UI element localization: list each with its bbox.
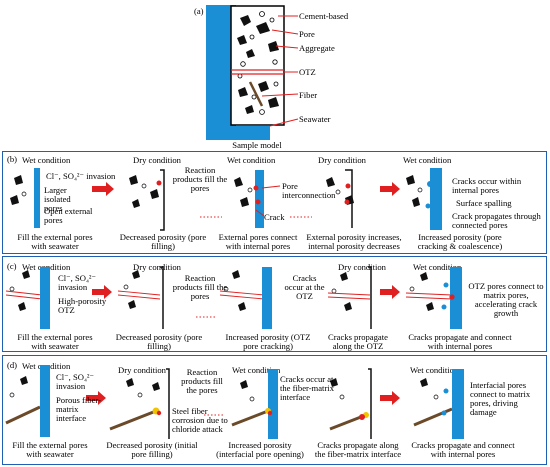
panel-d-frame	[2, 355, 547, 465]
panel-d-title-3: Wet condition	[232, 365, 281, 375]
panel-b-cracks-within: Cracks occur within internal pores	[452, 176, 522, 196]
panel-b-larger-pores: Larger isolated pores	[44, 185, 71, 214]
panel-c-cracks-otz: Cracks occur at the OTZ	[284, 273, 325, 302]
panel-c-caption-5: Cracks propagate and connect with intern…	[408, 332, 512, 352]
label-seawater: Seawater	[299, 114, 331, 124]
panel-d-interfacial-pores: Interfacial pores connect to matrix pore…	[470, 380, 531, 418]
panel-b-title-2: Dry condition	[133, 155, 181, 165]
panel-d-title-4: Wet condition	[410, 365, 459, 375]
panel-b-caption-4: External porosity increases, internal po…	[306, 232, 402, 252]
label-otz: OTZ	[299, 67, 316, 77]
panel-d-caption-4: Cracks propagate along the fiber-matrix …	[314, 440, 402, 460]
panel-c-title-4: Wet condition	[413, 262, 462, 272]
panel-b-title-3: Wet condition	[227, 155, 276, 165]
panel-a-tag: (a)	[194, 6, 204, 16]
panel-d-invasion: Cl⁻, SO₄²⁻ invasion	[56, 372, 95, 392]
panel-b-caption-3: External pores connect with internal por…	[218, 232, 298, 252]
panel-c-otz-pores: OTZ pores connect to matrix pores, accel…	[468, 281, 544, 319]
panel-b-caption-2: Decreased porosity (pore filling)	[119, 232, 207, 252]
panel-d-title-2: Dry condition	[118, 365, 166, 375]
panel-c-title-2: Dry condition	[133, 262, 181, 272]
panel-d-steel-corrosion: Steel fiber corrosion due to chloride at…	[172, 406, 228, 435]
panel-b-title-4: Dry condition	[318, 155, 366, 165]
panel-d-cracks-interface: Cracks occur at the fiber-matrix interfa…	[280, 374, 334, 403]
panel-b-title-1: Wet condition	[22, 155, 71, 165]
panel-d-porous-interface: Porous fiber-matrix interface	[56, 395, 101, 424]
panel-d-tag: (d)	[7, 360, 18, 370]
panel-b-open-pores: Open external pores	[44, 206, 93, 226]
panel-b-caption-1: Fill the external pores with seawater	[17, 232, 93, 252]
panel-c-caption-4: Cracks propagate along the OTZ	[328, 332, 388, 352]
panel-b-title-5: Wet condition	[403, 155, 452, 165]
label-fiber: Fiber	[299, 90, 318, 100]
panel-c-caption-3: Increased porosity (OTZ pore cracking)	[225, 332, 311, 352]
panel-c-title-3: Dry condition	[338, 262, 386, 272]
panel-d-caption-5: Cracks propagate and connect with intern…	[411, 440, 515, 460]
panel-b-invasion: Cl⁻, SO₄²⁻ invasion	[46, 171, 116, 181]
panel-b-caption-5: Increased porosity (pore cracking & coal…	[417, 232, 503, 252]
panel-b-pore-interconnection: Pore interconnection	[282, 181, 336, 201]
panel-c-reaction: Reaction products fill the pores	[172, 273, 228, 302]
panel-b-illustration	[10, 168, 442, 231]
panel-c-illustration	[5, 266, 462, 329]
panel-c-tag: (c)	[7, 261, 17, 271]
panel-d-caption-1: Fill the external pores with seawater	[12, 440, 88, 460]
panel-c-frame	[2, 256, 547, 352]
panel-c-caption-2: Decreased porosity (pore filling)	[115, 332, 203, 352]
panel-b-tag: (b)	[7, 154, 18, 164]
panel-b-frame	[2, 151, 547, 254]
sample-model-caption: Sample model	[232, 140, 282, 150]
panel-d-caption-3: Increased porosity (interfacial pore ope…	[216, 440, 304, 460]
label-aggregate: Aggregate	[299, 43, 335, 53]
panel-b-spalling: Surface spalling	[456, 198, 512, 208]
panel-d-illustration	[5, 365, 464, 439]
panel-b-reaction: Reaction products fill the pores	[172, 165, 228, 194]
sample-model-illustration	[206, 5, 299, 140]
panel-d-caption-2: Decreased porosity (initial pore filling…	[106, 440, 198, 460]
panel-c-caption-1: Fill the external pores with seawater	[17, 332, 93, 352]
panel-b-crack: Crack	[264, 212, 285, 222]
label-cement-based: Cement-based	[299, 11, 349, 21]
label-pore: Pore	[299, 29, 315, 39]
panel-d-reaction: Reaction products fill the pores	[181, 367, 223, 396]
panel-c-high-porosity: High-porosity OTZ	[58, 296, 107, 316]
panel-c-invasion: Cl⁻, SO₄²⁻ invasion	[58, 273, 97, 293]
panel-b-crack-propagates: Crack propagates through connected pores	[452, 211, 541, 231]
